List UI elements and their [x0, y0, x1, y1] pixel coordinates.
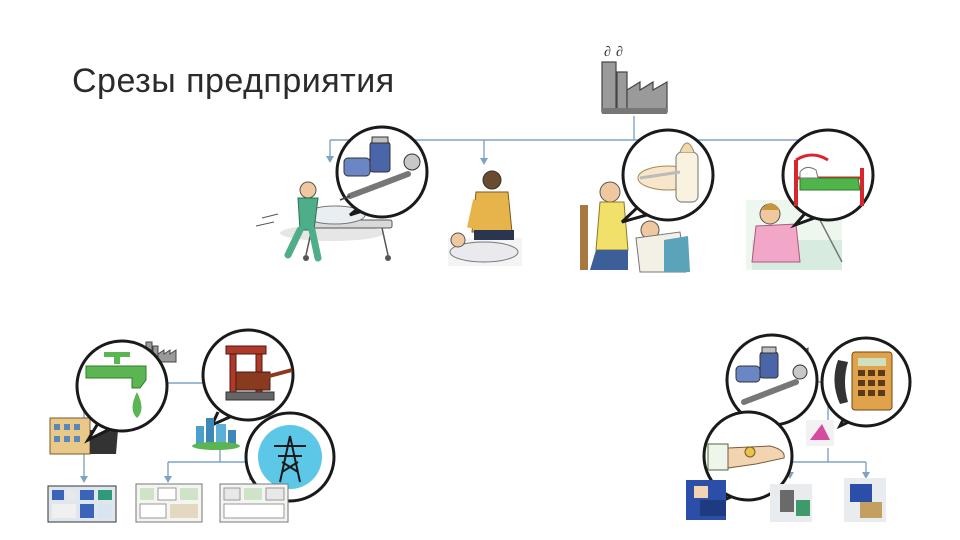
telephone-bubble	[820, 336, 912, 430]
top-factory-icon: ∂ ∂	[601, 45, 668, 114]
medicine-bubble	[335, 125, 429, 219]
medicine-vial-syringe-icon	[339, 136, 421, 201]
telephone-keypad-icon	[834, 351, 893, 411]
floor-plan-thumbnails	[47, 483, 289, 523]
power-pylon-bubble	[244, 411, 336, 515]
water-tap-bubble	[75, 339, 169, 444]
baby-bottle-icon	[637, 142, 699, 203]
hospital-bed-icon	[794, 153, 864, 206]
svg-text:∂: ∂	[604, 45, 611, 60]
department-first-aid-illustration	[448, 170, 522, 266]
power-pylon-icon	[274, 435, 306, 483]
office-people-illustrations	[686, 420, 886, 522]
baby-bottle-bubble	[620, 128, 715, 224]
department-hospital-illustration	[746, 200, 843, 270]
department-emergency-illustration	[255, 181, 393, 262]
hospital-bed-bubble	[781, 128, 875, 229]
water-tap-icon	[85, 352, 147, 418]
slide-title: Срезы предприятия	[72, 62, 395, 100]
medicine-vial-syringe-icon	[735, 346, 808, 405]
city-skyline-icon	[192, 418, 240, 450]
machine-tool-bubble	[201, 328, 295, 429]
svg-text:∂: ∂	[616, 45, 623, 60]
hand-coin-icon	[707, 443, 785, 471]
machine-tool-icon	[225, 345, 293, 401]
department-childcare-illustration	[580, 181, 690, 273]
